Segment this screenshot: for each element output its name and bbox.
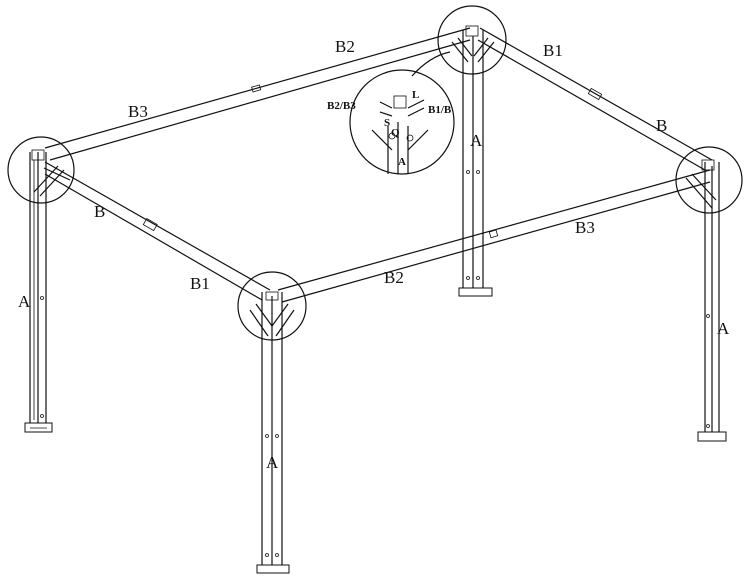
- detail-label-top-part: L: [412, 89, 419, 101]
- label-front-left: B1: [190, 274, 210, 293]
- corner-bracket-front: [249, 291, 295, 337]
- callout-circle-right: [675, 146, 743, 214]
- detail-label-screw: S: [384, 117, 390, 129]
- callout-circle-left: [7, 136, 75, 204]
- label-top-back: B2: [335, 37, 355, 56]
- detail-inset: [349, 51, 455, 175]
- label-front-right: B3: [575, 218, 595, 237]
- leg-left: [24, 152, 53, 433]
- label-left-side: B: [94, 202, 105, 221]
- label-top-right-back: B1: [543, 41, 563, 60]
- beam-back-right: [477, 27, 713, 171]
- corner-bracket-back: [451, 25, 495, 63]
- label-leg-front: A: [266, 453, 279, 472]
- leg-front: [256, 292, 290, 574]
- beam-front: [277, 169, 711, 303]
- beam-back-left: [44, 27, 471, 161]
- label-leg-right: A: [717, 319, 730, 338]
- label-leg-left: A: [18, 292, 31, 311]
- leg-right: [697, 162, 727, 442]
- detail-label-nut: Q: [391, 127, 400, 139]
- label-leg-back: A: [470, 131, 483, 150]
- corner-bracket-left: [31, 149, 71, 197]
- label-front-mid: B2: [384, 268, 404, 287]
- detail-label-right-part: B1/B: [428, 104, 452, 116]
- callout-circle-back: [437, 5, 507, 75]
- beam-left-side: [44, 161, 271, 301]
- label-top-left-back: B3: [128, 102, 148, 121]
- detail-label-leg: A: [398, 156, 406, 168]
- detail-label-left-part: B2/B3: [327, 100, 356, 112]
- callout-circle-front: [237, 271, 307, 341]
- label-right-side: B: [656, 116, 667, 135]
- corner-bracket-right: [685, 159, 717, 209]
